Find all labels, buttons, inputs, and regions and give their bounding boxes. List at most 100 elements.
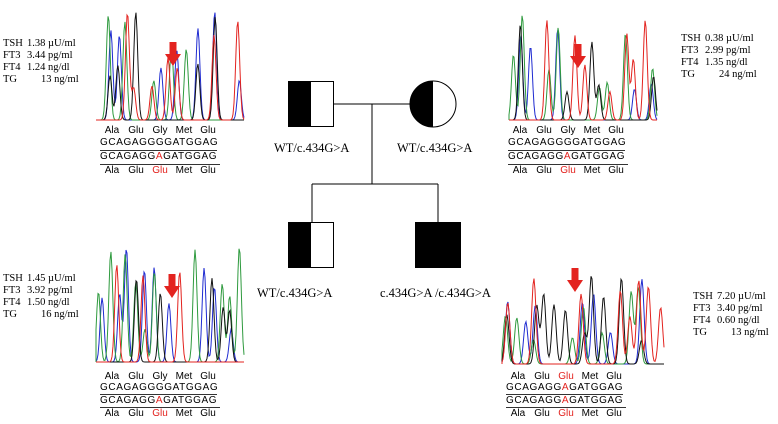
aa-label: Glu xyxy=(536,165,552,176)
trace-line xyxy=(96,16,244,121)
lab-key: TG xyxy=(3,309,17,320)
trace-line xyxy=(509,20,657,121)
aa-label: Ala xyxy=(510,408,526,419)
aa-label: Glu xyxy=(128,125,144,136)
father-genotype: WT/c.434G>A xyxy=(274,141,350,155)
aa-label: Glu xyxy=(558,371,574,382)
lab-value: 16 ng/ml xyxy=(41,309,79,320)
lab-key: FT4 xyxy=(681,57,699,68)
lab-key: TG xyxy=(693,327,707,338)
lab-values-bottom-left: TSH 1.45 µU/ml FT3 3.92 pg/ml FT4 1.50 ng/d… xyxy=(3,273,79,321)
reference-sequence: GCAGAGGGGATGGAG xyxy=(100,137,219,148)
mutation-arrow-icon xyxy=(164,274,180,298)
lab-key: TSH xyxy=(3,38,23,49)
mutant-sequence: GCAGAGGAGATGGAG xyxy=(100,150,218,162)
lab-key: TSH xyxy=(681,33,701,44)
aa-label: Glu xyxy=(128,371,144,382)
chromatogram-bottom-right xyxy=(501,276,665,365)
child1-symbol xyxy=(288,222,334,268)
aa-label: Ala xyxy=(512,125,528,136)
lab-value: 0.60 ng/dl xyxy=(717,315,760,326)
aa-label: Glu xyxy=(200,165,216,176)
aa-label: Ala xyxy=(104,408,120,419)
lab-key: TG xyxy=(681,69,695,80)
mutant-sequence: GCAGAGGAGATGGAG xyxy=(100,394,218,406)
aa-label: Glu xyxy=(534,408,550,419)
aa-label: Glu xyxy=(128,408,144,419)
chromatogram-bottom-left xyxy=(95,248,245,363)
lab-key: TSH xyxy=(693,291,713,302)
aa-label: Glu xyxy=(606,371,622,382)
mutation-arrow-icon xyxy=(570,44,586,68)
aa-label: Glu xyxy=(608,125,624,136)
aa-label: Ala xyxy=(510,371,526,382)
lab-values-top-right: TSH 0.38 µU/ml FT3 2.99 pg/ml FT4 1.35 ng/d… xyxy=(681,33,757,81)
child2-genotype: c.434G>A /c.434G>A xyxy=(380,286,491,300)
lab-key: FT4 xyxy=(3,62,21,73)
mother-symbol xyxy=(409,80,457,128)
lab-value: 0.38 µU/ml xyxy=(705,33,754,44)
aa-label: Met xyxy=(581,408,599,419)
lab-value: 3.44 pg/ml xyxy=(27,50,73,61)
aa-label: Glu xyxy=(608,165,624,176)
father-symbol xyxy=(288,81,334,127)
reference-sequence: GCAGAGGAGATGGAG xyxy=(506,382,624,393)
trace-line xyxy=(95,249,244,363)
lab-key: FT3 xyxy=(693,303,711,314)
aa-label: Glu xyxy=(558,408,574,419)
aa-label: Met xyxy=(583,165,601,176)
aa-label: Glu xyxy=(128,165,144,176)
aa-label: Ala xyxy=(104,165,120,176)
aa-label: Glu xyxy=(200,408,216,419)
lab-value: 1.38 µU/ml xyxy=(27,38,76,49)
chromatogram-top-left xyxy=(96,12,245,121)
child2-symbol xyxy=(415,222,461,268)
aa-label: Ala xyxy=(512,165,528,176)
lab-value: 1.45 µU/ml xyxy=(27,273,76,284)
aa-label: Glu xyxy=(536,125,552,136)
lab-value: 1.35 ng/dl xyxy=(705,57,748,68)
lab-value: 24 ng/ml xyxy=(719,69,757,80)
lab-key: FT3 xyxy=(3,285,21,296)
aa-label: Glu xyxy=(534,371,550,382)
trace-line xyxy=(96,13,245,121)
lab-value: 1.50 ng/dl xyxy=(27,297,70,308)
aa-label: Met xyxy=(175,408,193,419)
aa-label: Glu xyxy=(200,125,216,136)
lab-key: TG xyxy=(3,74,17,85)
reference-sequence: GCAGAGGGGATGGAG xyxy=(508,137,627,148)
reference-sequence: GCAGAGGGGATGGAG xyxy=(100,382,219,393)
lab-value: 13 ng/ml xyxy=(41,74,79,85)
lab-key: FT3 xyxy=(3,50,21,61)
lab-value: 1.24 ng/dl xyxy=(27,62,70,73)
child1-genotype: WT/c.434G>A xyxy=(257,286,333,300)
aa-label: Ala xyxy=(104,125,120,136)
trace-line xyxy=(501,276,664,365)
aa-label: Met xyxy=(175,371,193,382)
lab-key: FT3 xyxy=(681,45,699,56)
lab-value: 3.92 pg/ml xyxy=(27,285,73,296)
aa-label: Ala xyxy=(104,371,120,382)
mutation-arrow-icon xyxy=(165,42,181,66)
mutant-sequence: GCAGAGGAGATGGAG xyxy=(506,394,624,406)
lab-key: FT4 xyxy=(693,315,711,326)
trace-line xyxy=(96,12,244,121)
aa-label: Met xyxy=(175,165,193,176)
aa-label: Met xyxy=(583,125,601,136)
lab-value: 2.99 pg/ml xyxy=(705,45,751,56)
trace-line xyxy=(96,265,244,363)
aa-label: Glu xyxy=(152,408,168,419)
lab-value: 3.40 pg/ml xyxy=(717,303,763,314)
chromatogram-top-right xyxy=(508,15,658,121)
lab-key: FT4 xyxy=(3,297,21,308)
lab-key: TSH xyxy=(3,273,23,284)
aa-label: Met xyxy=(581,371,599,382)
aa-label: Glu xyxy=(606,408,622,419)
aa-label: Gly xyxy=(152,371,168,382)
mutant-sequence: GCAGAGGAGATGGAG xyxy=(508,150,626,162)
